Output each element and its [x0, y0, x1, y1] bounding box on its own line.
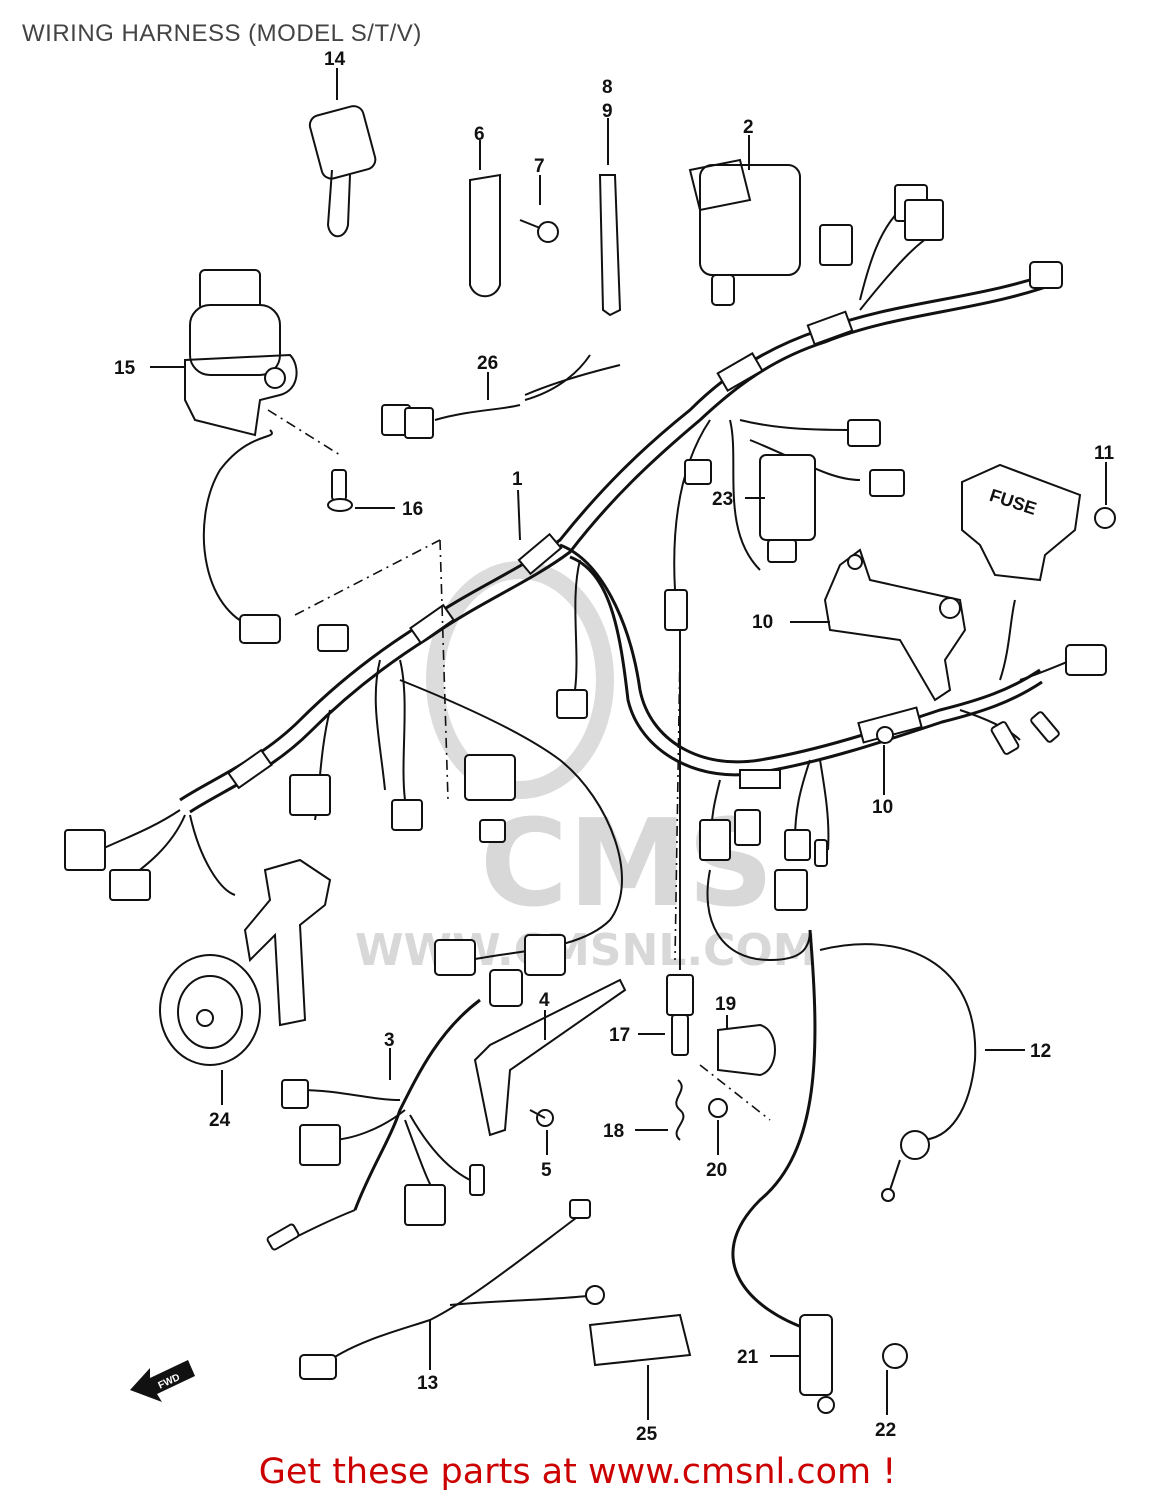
callout-leaders	[150, 68, 1107, 1420]
callout-2: 2	[743, 117, 754, 138]
callout-3: 3	[384, 1030, 395, 1051]
callout-9: 9	[602, 101, 613, 122]
callout-18: 18	[603, 1121, 624, 1142]
part-26-lead-wire	[381, 354, 621, 439]
wiring-harness-diagram: CMS WWW.CMSNL.COM	[64, 49, 1116, 1445]
callout-6: 6	[474, 124, 485, 145]
callout-16: 16	[402, 499, 423, 520]
callout-1: 1	[512, 469, 523, 490]
callout-labels: 1 2 3 4 5 6 7 8 9 10 10 11 12 13 14 15 1…	[114, 49, 1115, 1445]
small-parts-6-7-8-9	[469, 173, 622, 317]
footer-link-text[interactable]: Get these parts at www.cmsnl.com !	[258, 1452, 897, 1492]
callout-25: 25	[636, 1424, 658, 1445]
part-25-label	[588, 1313, 692, 1367]
rear-brake-switch-parts	[666, 630, 776, 1141]
callout-10-lower: 10	[872, 797, 893, 818]
watermark: CMS WWW.CMSNL.COM	[355, 561, 817, 976]
part-10-bracket	[823, 548, 967, 744]
fuse-box: FUSE	[961, 463, 1116, 582]
part-3-sub-harness	[266, 969, 523, 1251]
callout-5: 5	[541, 1160, 552, 1181]
part-4-switch-bracket	[473, 978, 627, 1137]
watermark-brand: CMS	[480, 795, 774, 934]
fwd-arrow-icon: FWD	[130, 1360, 195, 1402]
part-15-ignition-switch	[184, 269, 298, 437]
reference-lines	[267, 409, 771, 1121]
callout-13: 13	[417, 1373, 438, 1394]
callout-8: 8	[602, 77, 613, 98]
callout-15: 15	[114, 358, 136, 379]
callout-24: 24	[209, 1110, 231, 1131]
diagram-title: WIRING HARNESS (MODEL S/T/V)	[22, 20, 422, 47]
part-23-relay	[759, 454, 816, 563]
harness-connectors	[64, 184, 1107, 976]
callout-21: 21	[737, 1347, 759, 1368]
part-16-bolt	[327, 469, 353, 512]
part-13-lead-wire	[299, 1199, 605, 1380]
callout-10-upper: 10	[752, 612, 773, 633]
callout-14: 14	[324, 49, 346, 70]
callout-26: 26	[477, 353, 498, 374]
callout-20: 20	[706, 1160, 727, 1181]
callout-4: 4	[539, 990, 550, 1011]
part-12-lead-wire	[706, 869, 977, 1414]
harness-wrap-bands	[227, 310, 923, 790]
part-2-relay-bracket	[688, 158, 801, 306]
callout-17: 17	[609, 1025, 630, 1046]
part-24-horn	[159, 858, 332, 1066]
callout-22: 22	[875, 1420, 896, 1441]
callout-11: 11	[1094, 443, 1115, 464]
callout-19: 19	[715, 994, 736, 1015]
callout-23: 23	[712, 489, 733, 510]
callout-12: 12	[1030, 1041, 1051, 1062]
watermark-site: WWW.CMSNL.COM	[355, 925, 817, 976]
callout-7: 7	[534, 156, 545, 177]
part-14-key	[308, 105, 377, 238]
